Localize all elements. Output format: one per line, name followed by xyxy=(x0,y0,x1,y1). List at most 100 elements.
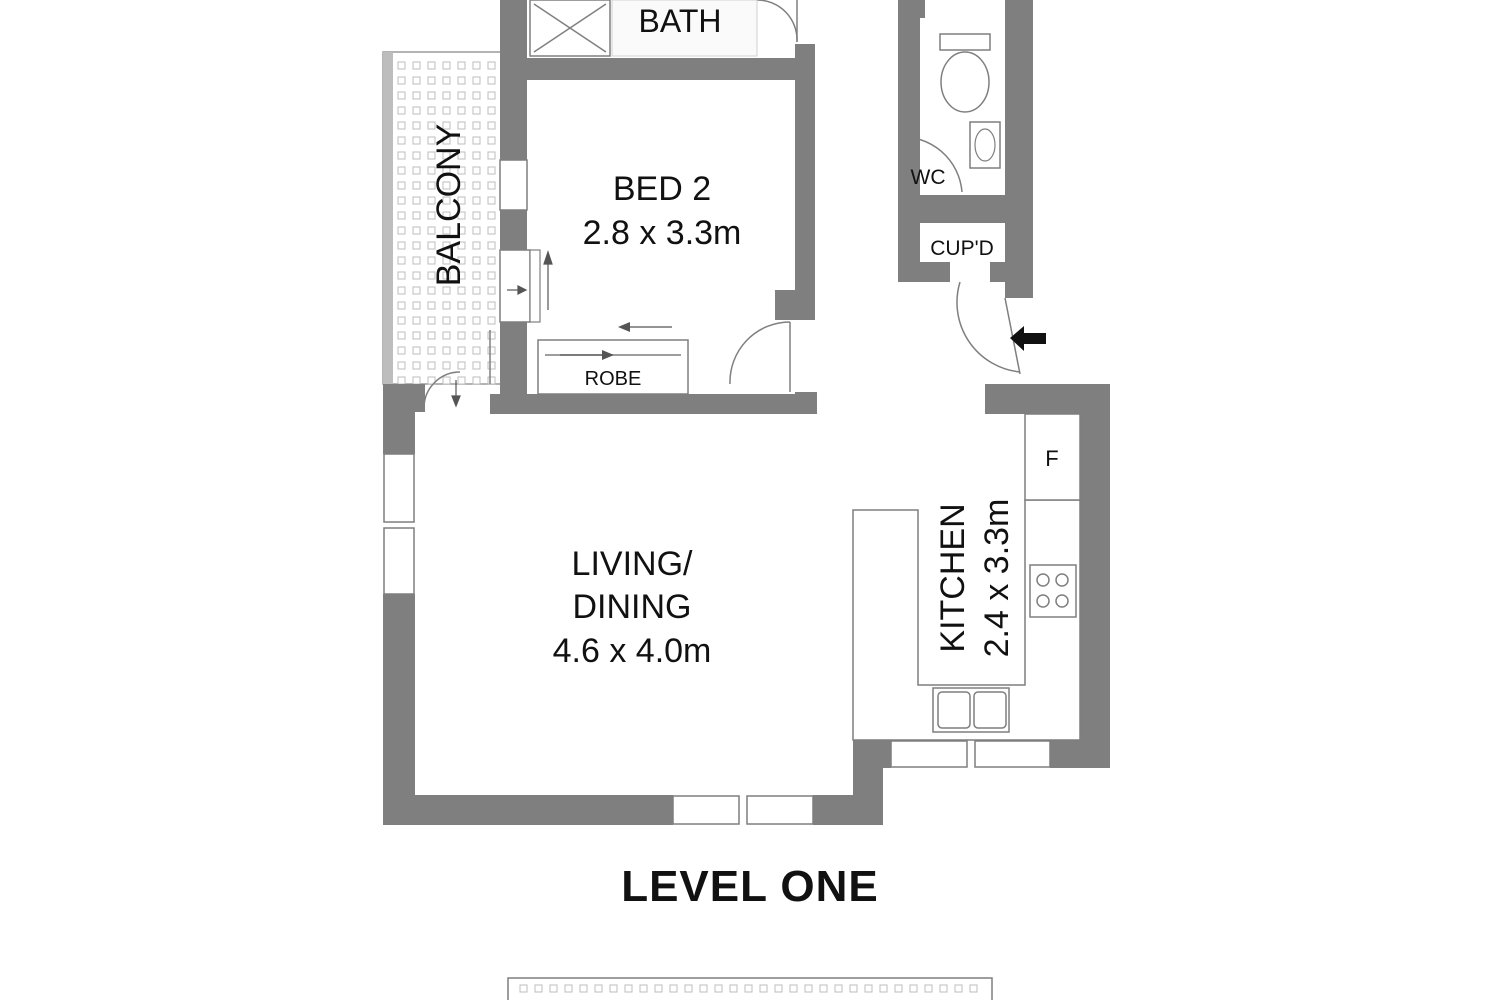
balcony-tile xyxy=(487,346,496,355)
balcony-tile xyxy=(412,181,421,190)
lower-level-tile xyxy=(744,984,753,993)
balcony-tile xyxy=(487,211,496,220)
bed2-label: BED 2 xyxy=(613,170,711,208)
balcony-tile xyxy=(397,316,406,325)
fridge-space xyxy=(1024,413,1081,501)
balcony-tile xyxy=(442,316,451,325)
balcony-tile xyxy=(487,106,496,115)
balcony-tile xyxy=(427,121,436,130)
balcony-tile xyxy=(427,301,436,310)
living-label-line2: DINING xyxy=(573,588,692,626)
balcony-tile xyxy=(472,331,481,340)
balcony-tile xyxy=(457,256,466,265)
balcony-tile xyxy=(442,196,451,205)
robe-label: ROBE xyxy=(585,368,642,390)
balcony-tile xyxy=(472,211,481,220)
lower-level-tile xyxy=(924,984,933,993)
balcony-tile xyxy=(472,376,481,385)
balcony-tile xyxy=(472,301,481,310)
balcony-tile xyxy=(397,346,406,355)
lower-level-tile xyxy=(654,984,663,993)
shower-icon xyxy=(529,0,758,57)
balcony-tile xyxy=(487,226,496,235)
balcony-tile xyxy=(472,226,481,235)
balcony-tile xyxy=(442,286,451,295)
wc-label: WC xyxy=(911,166,946,189)
balcony-tile xyxy=(487,196,496,205)
balcony-tile xyxy=(457,166,466,175)
lower-level-tile xyxy=(729,984,738,993)
balcony-tile xyxy=(412,241,421,250)
lower-level-outline xyxy=(507,977,993,1000)
balcony-tile xyxy=(472,166,481,175)
balcony-tile xyxy=(427,136,436,145)
balcony-tile xyxy=(442,361,451,370)
balcony-tile xyxy=(412,136,421,145)
balcony-tile xyxy=(427,226,436,235)
lower-level-tile xyxy=(864,984,873,993)
lower-level-tile xyxy=(684,984,693,993)
balcony-tile xyxy=(412,76,421,85)
balcony-tile xyxy=(472,136,481,145)
balcony-tile xyxy=(487,286,496,295)
lower-level-tile xyxy=(969,984,978,993)
balcony-tile xyxy=(412,361,421,370)
living-label-line1: LIVING/ xyxy=(572,545,693,583)
balcony-tile xyxy=(457,136,466,145)
balcony-tile xyxy=(472,61,481,70)
balcony-tile xyxy=(472,106,481,115)
lower-level-tile xyxy=(879,984,888,993)
balcony-tile xyxy=(487,376,496,385)
balcony-tile xyxy=(442,121,451,130)
lower-level-tile xyxy=(909,984,918,993)
balcony-tile xyxy=(457,316,466,325)
balcony-area xyxy=(382,51,502,385)
balcony-tile xyxy=(472,286,481,295)
balcony-tile xyxy=(412,331,421,340)
balcony-tile xyxy=(442,181,451,190)
lower-level-tile xyxy=(804,984,813,993)
balcony-tile xyxy=(397,106,406,115)
balcony-tile xyxy=(397,166,406,175)
balcony-tile xyxy=(427,286,436,295)
balcony-tile xyxy=(397,271,406,280)
lower-level-tile xyxy=(939,984,948,993)
balcony-tile xyxy=(442,166,451,175)
cooktop-icon xyxy=(1029,564,1077,618)
balcony-tile xyxy=(412,151,421,160)
balcony-tile xyxy=(487,166,496,175)
balcony-tile xyxy=(487,121,496,130)
balcony-tile xyxy=(427,361,436,370)
balcony-tile xyxy=(427,106,436,115)
balcony-tile xyxy=(412,271,421,280)
balcony-tile xyxy=(487,361,496,370)
lower-level-tile xyxy=(699,984,708,993)
balcony-tile xyxy=(397,211,406,220)
lower-level-tiles xyxy=(519,984,978,993)
balcony-tile xyxy=(442,76,451,85)
balcony-tile xyxy=(487,151,496,160)
balcony-tile xyxy=(427,256,436,265)
lower-level-tile xyxy=(954,984,963,993)
lower-level-tile xyxy=(579,984,588,993)
balcony-tile xyxy=(412,301,421,310)
balcony-tile xyxy=(442,271,451,280)
balcony-tile xyxy=(397,361,406,370)
balcony-tile xyxy=(427,91,436,100)
windows xyxy=(383,159,1051,825)
kitchen-label: KITCHEN xyxy=(934,503,972,652)
balcony-tile xyxy=(487,316,496,325)
lower-level-tile xyxy=(609,984,618,993)
balcony-tile xyxy=(487,331,496,340)
balcony-tile xyxy=(487,91,496,100)
balcony-tile xyxy=(457,301,466,310)
balcony-tile xyxy=(427,196,436,205)
balcony-tile xyxy=(427,376,436,385)
balcony-tile xyxy=(487,136,496,145)
robe: ROBE xyxy=(537,322,689,395)
balcony-tile xyxy=(457,91,466,100)
balcony-tiles xyxy=(397,61,496,385)
balcony-tile xyxy=(487,181,496,190)
balcony-tile xyxy=(412,211,421,220)
